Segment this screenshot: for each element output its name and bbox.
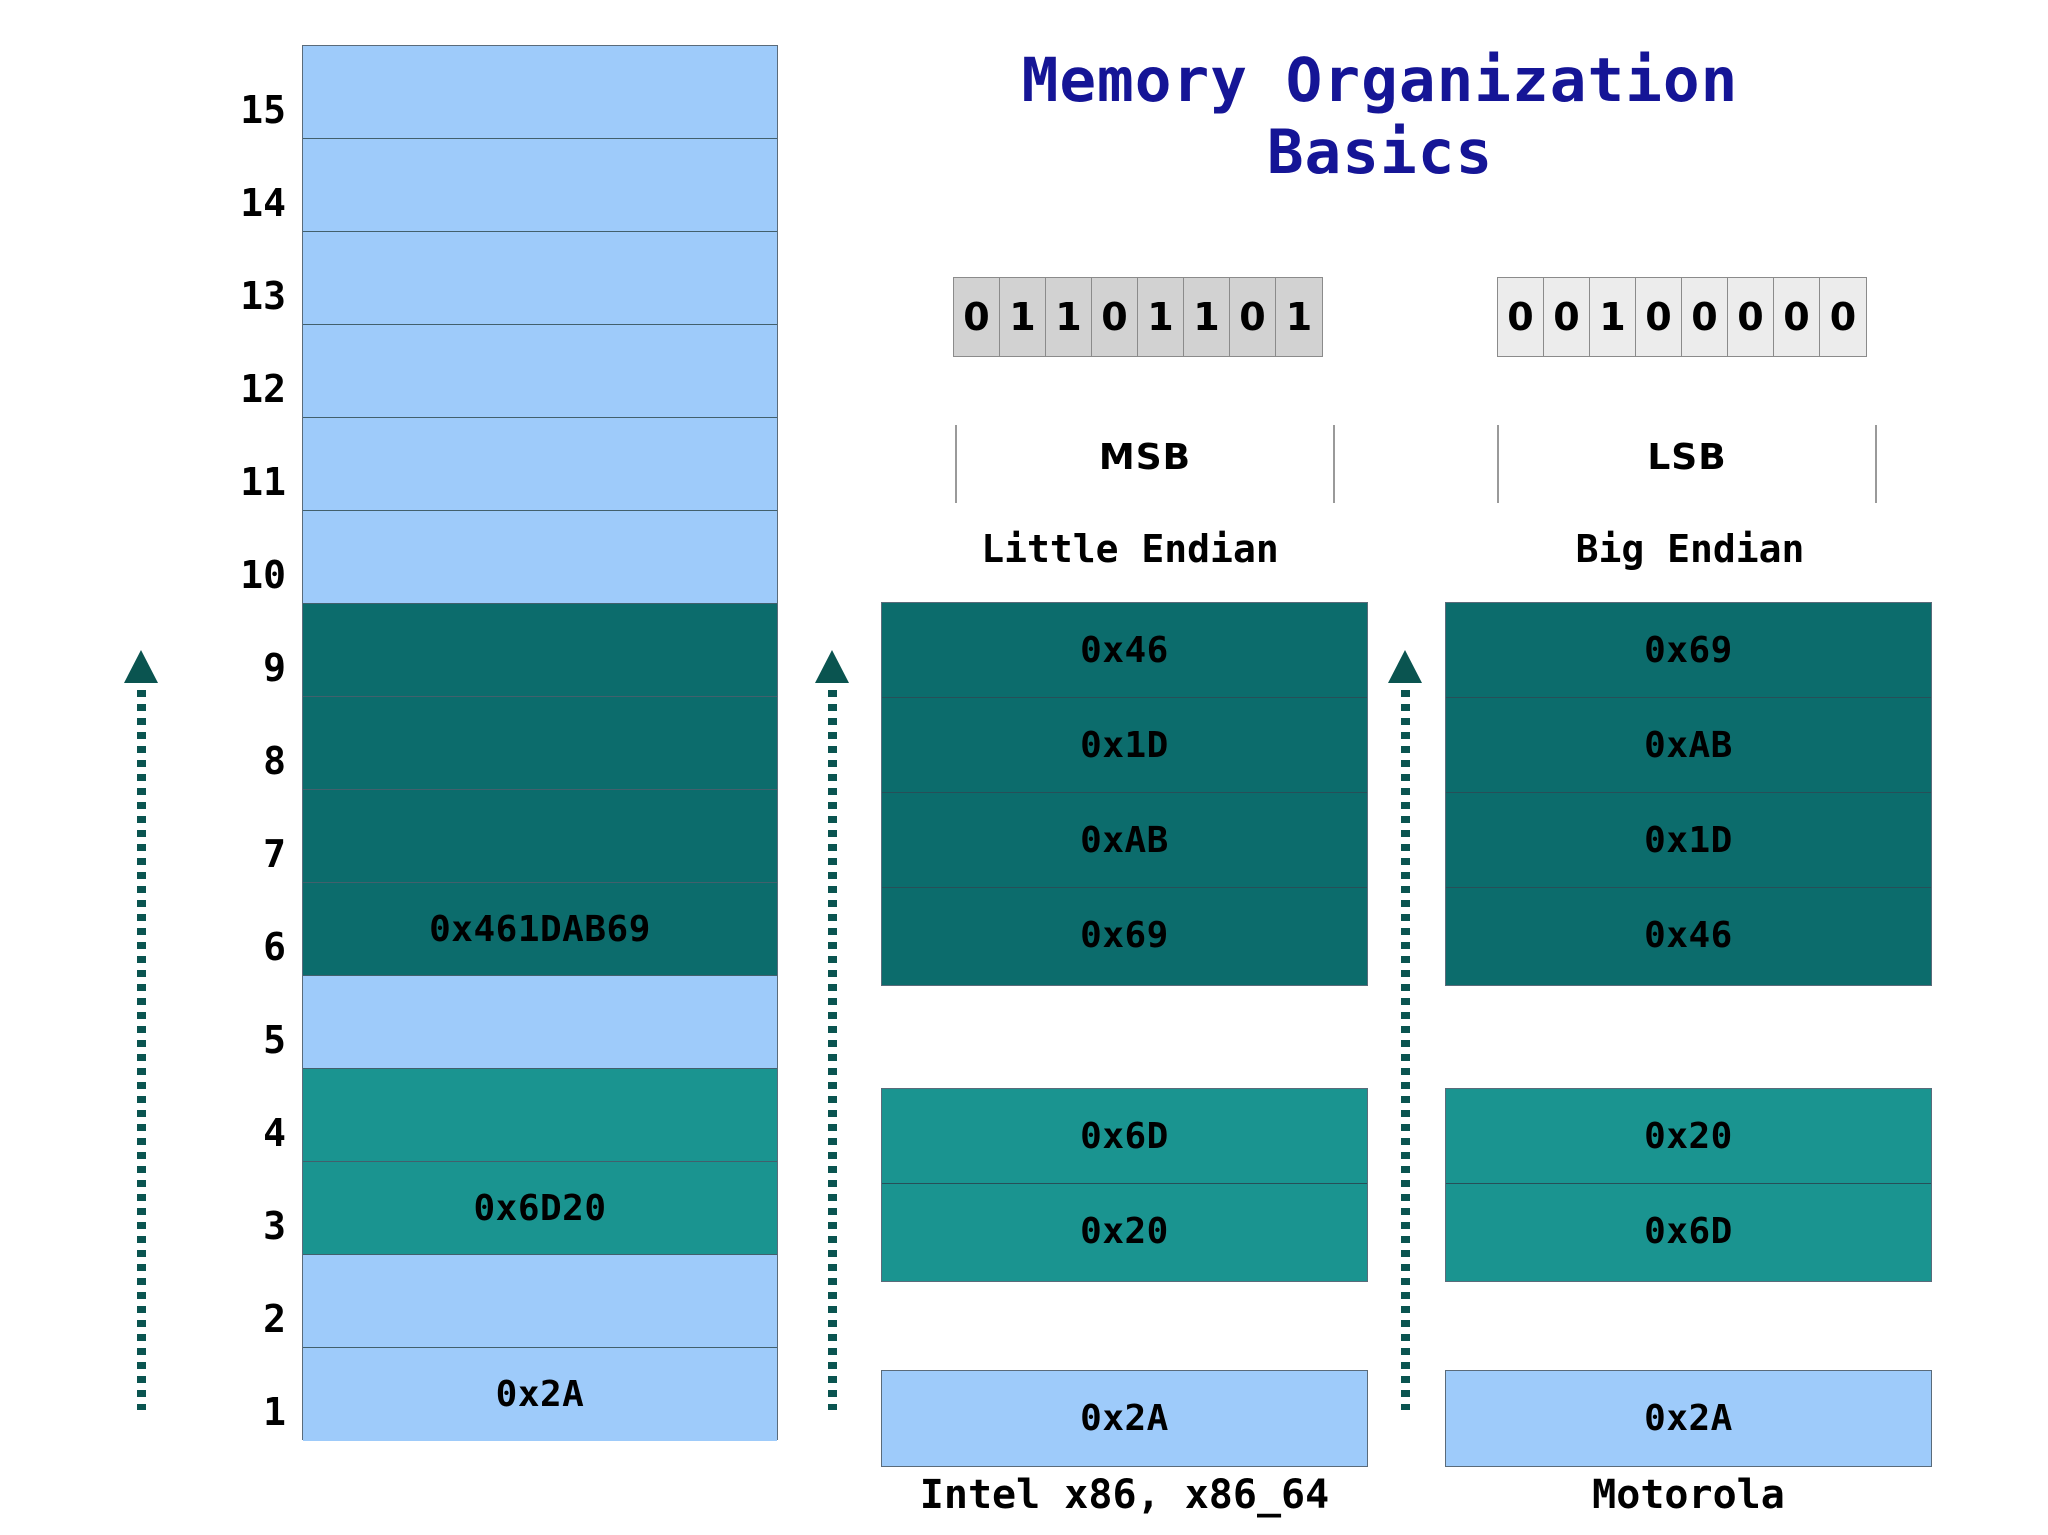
bit-cell[interactable]: 0 <box>1820 278 1866 356</box>
memory-row-9[interactable] <box>303 604 777 697</box>
bit-cell[interactable]: 1 <box>1046 278 1092 356</box>
address-label-9: 9 <box>263 646 286 690</box>
memory-row-11[interactable] <box>303 418 777 511</box>
little-endian-word-stack: 0x46 0x1D 0xAB 0x69 <box>881 602 1368 986</box>
bit-cell[interactable]: 0 <box>1774 278 1820 356</box>
byte-cell[interactable]: 0x2A <box>1644 1398 1733 1439</box>
address-label-4: 4 <box>263 1111 286 1155</box>
address-label-1: 1 <box>263 1390 286 1434</box>
memory-row-15[interactable] <box>303 46 777 139</box>
address-label-12: 12 <box>240 367 286 411</box>
address-label-8: 8 <box>263 739 286 783</box>
bit-cell[interactable]: 0 <box>1544 278 1590 356</box>
big-endian-byte-stack: 0x2A <box>1445 1370 1932 1467</box>
memory-column: 0x461DAB69 0x6D20 0x2A <box>302 45 778 1441</box>
bit-cell[interactable]: 0 <box>1682 278 1728 356</box>
page-title-line-2: Basics <box>1266 116 1494 188</box>
byte-cell[interactable]: 0x6D <box>882 1089 1367 1184</box>
address-label-7: 7 <box>263 832 286 876</box>
address-label-10: 10 <box>240 553 286 597</box>
tick-mark-left <box>955 425 957 503</box>
bit-cell[interactable]: 0 <box>1728 278 1774 356</box>
growth-arrow-big-endian <box>1388 650 1422 1410</box>
little-endian-half-stack: 0x6D 0x20 <box>881 1088 1368 1282</box>
address-label-15: 15 <box>240 88 286 132</box>
memory-row-7[interactable] <box>303 790 777 883</box>
byte-cell[interactable]: 0x1D <box>1446 793 1931 888</box>
memory-row-8[interactable] <box>303 697 777 790</box>
growth-arrow-memory <box>124 650 158 1410</box>
address-label-2: 2 <box>263 1297 286 1341</box>
byte-cell[interactable]: 0xAB <box>1446 698 1931 793</box>
address-label-3: 3 <box>263 1204 286 1248</box>
byte-cell[interactable]: 0x20 <box>1446 1089 1931 1184</box>
arrow-shaft <box>828 676 837 1410</box>
arrow-shaft <box>1401 676 1410 1410</box>
growth-arrow-little-endian <box>815 650 849 1410</box>
significance-group-msb: MSB <box>955 425 1335 505</box>
tick-mark-left <box>1497 425 1499 503</box>
bit-cell[interactable]: 0 <box>1230 278 1276 356</box>
memory-row-12[interactable] <box>303 325 777 418</box>
byte-cell[interactable]: 0x2A <box>1080 1398 1169 1439</box>
bit-row-right: 0 0 1 0 0 0 0 0 <box>1497 277 1867 357</box>
byte-cell[interactable]: 0x20 <box>1080 1211 1169 1252</box>
bit-cell[interactable]: 0 <box>1636 278 1682 356</box>
byte-cell[interactable]: 0x46 <box>882 603 1367 698</box>
byte-cell[interactable]: 0x46 <box>1644 915 1733 956</box>
address-label-14: 14 <box>240 181 286 225</box>
address-label-13: 13 <box>240 274 286 318</box>
byte-cell[interactable]: 0x69 <box>1446 603 1931 698</box>
memory-row-13[interactable] <box>303 232 777 325</box>
bit-cell[interactable]: 1 <box>1276 278 1322 356</box>
memory-row-6[interactable]: 0x461DAB69 <box>303 883 777 976</box>
bit-cell[interactable]: 1 <box>1000 278 1046 356</box>
bit-cell[interactable]: 1 <box>1138 278 1184 356</box>
memory-row-14[interactable] <box>303 139 777 232</box>
page-title-line-1: Memory Organization <box>1021 45 1739 116</box>
bit-cell[interactable]: 1 <box>1590 278 1636 356</box>
memory-row-3[interactable]: 0x6D20 <box>303 1162 777 1255</box>
bit-cell[interactable]: 0 <box>954 278 1000 356</box>
little-endian-arch-label: Intel x86, x86_64 <box>919 1472 1330 1518</box>
memory-row-4[interactable] <box>303 1069 777 1162</box>
bit-cell[interactable]: 1 <box>1184 278 1230 356</box>
bit-row-left: 0 1 1 0 1 1 0 1 <box>953 277 1323 357</box>
big-endian-half-stack: 0x20 0x6D <box>1445 1088 1932 1282</box>
big-endian-heading: Big Endian <box>1575 527 1805 571</box>
bit-cell[interactable]: 0 <box>1498 278 1544 356</box>
address-label-6: 6 <box>263 925 286 969</box>
msb-label: MSB <box>1098 437 1192 478</box>
address-label-5: 5 <box>263 1018 286 1062</box>
arrow-shaft <box>137 676 146 1410</box>
byte-cell[interactable]: 0x69 <box>1080 915 1169 956</box>
byte-cell[interactable]: 0x1D <box>882 698 1367 793</box>
bit-cell[interactable]: 0 <box>1092 278 1138 356</box>
memory-row-2[interactable] <box>303 1255 777 1348</box>
memory-row-10[interactable] <box>303 511 777 604</box>
tick-mark-right <box>1333 425 1335 503</box>
little-endian-byte-stack: 0x2A <box>881 1370 1368 1467</box>
tick-mark-right <box>1875 425 1877 503</box>
page-title: Memory Organization Basics <box>880 45 1880 189</box>
big-endian-word-stack: 0x69 0xAB 0x1D 0x46 <box>1445 602 1932 986</box>
address-label-11: 11 <box>240 460 286 504</box>
significance-group-lsb: LSB <box>1497 425 1877 505</box>
byte-cell[interactable]: 0xAB <box>882 793 1367 888</box>
little-endian-heading: Little Endian <box>981 527 1279 571</box>
memory-row-1[interactable]: 0x2A <box>303 1348 777 1441</box>
big-endian-arch-label: Motorola <box>1592 1472 1785 1518</box>
lsb-label: LSB <box>1647 437 1727 478</box>
memory-row-5[interactable] <box>303 976 777 1069</box>
byte-cell[interactable]: 0x6D <box>1644 1211 1733 1252</box>
